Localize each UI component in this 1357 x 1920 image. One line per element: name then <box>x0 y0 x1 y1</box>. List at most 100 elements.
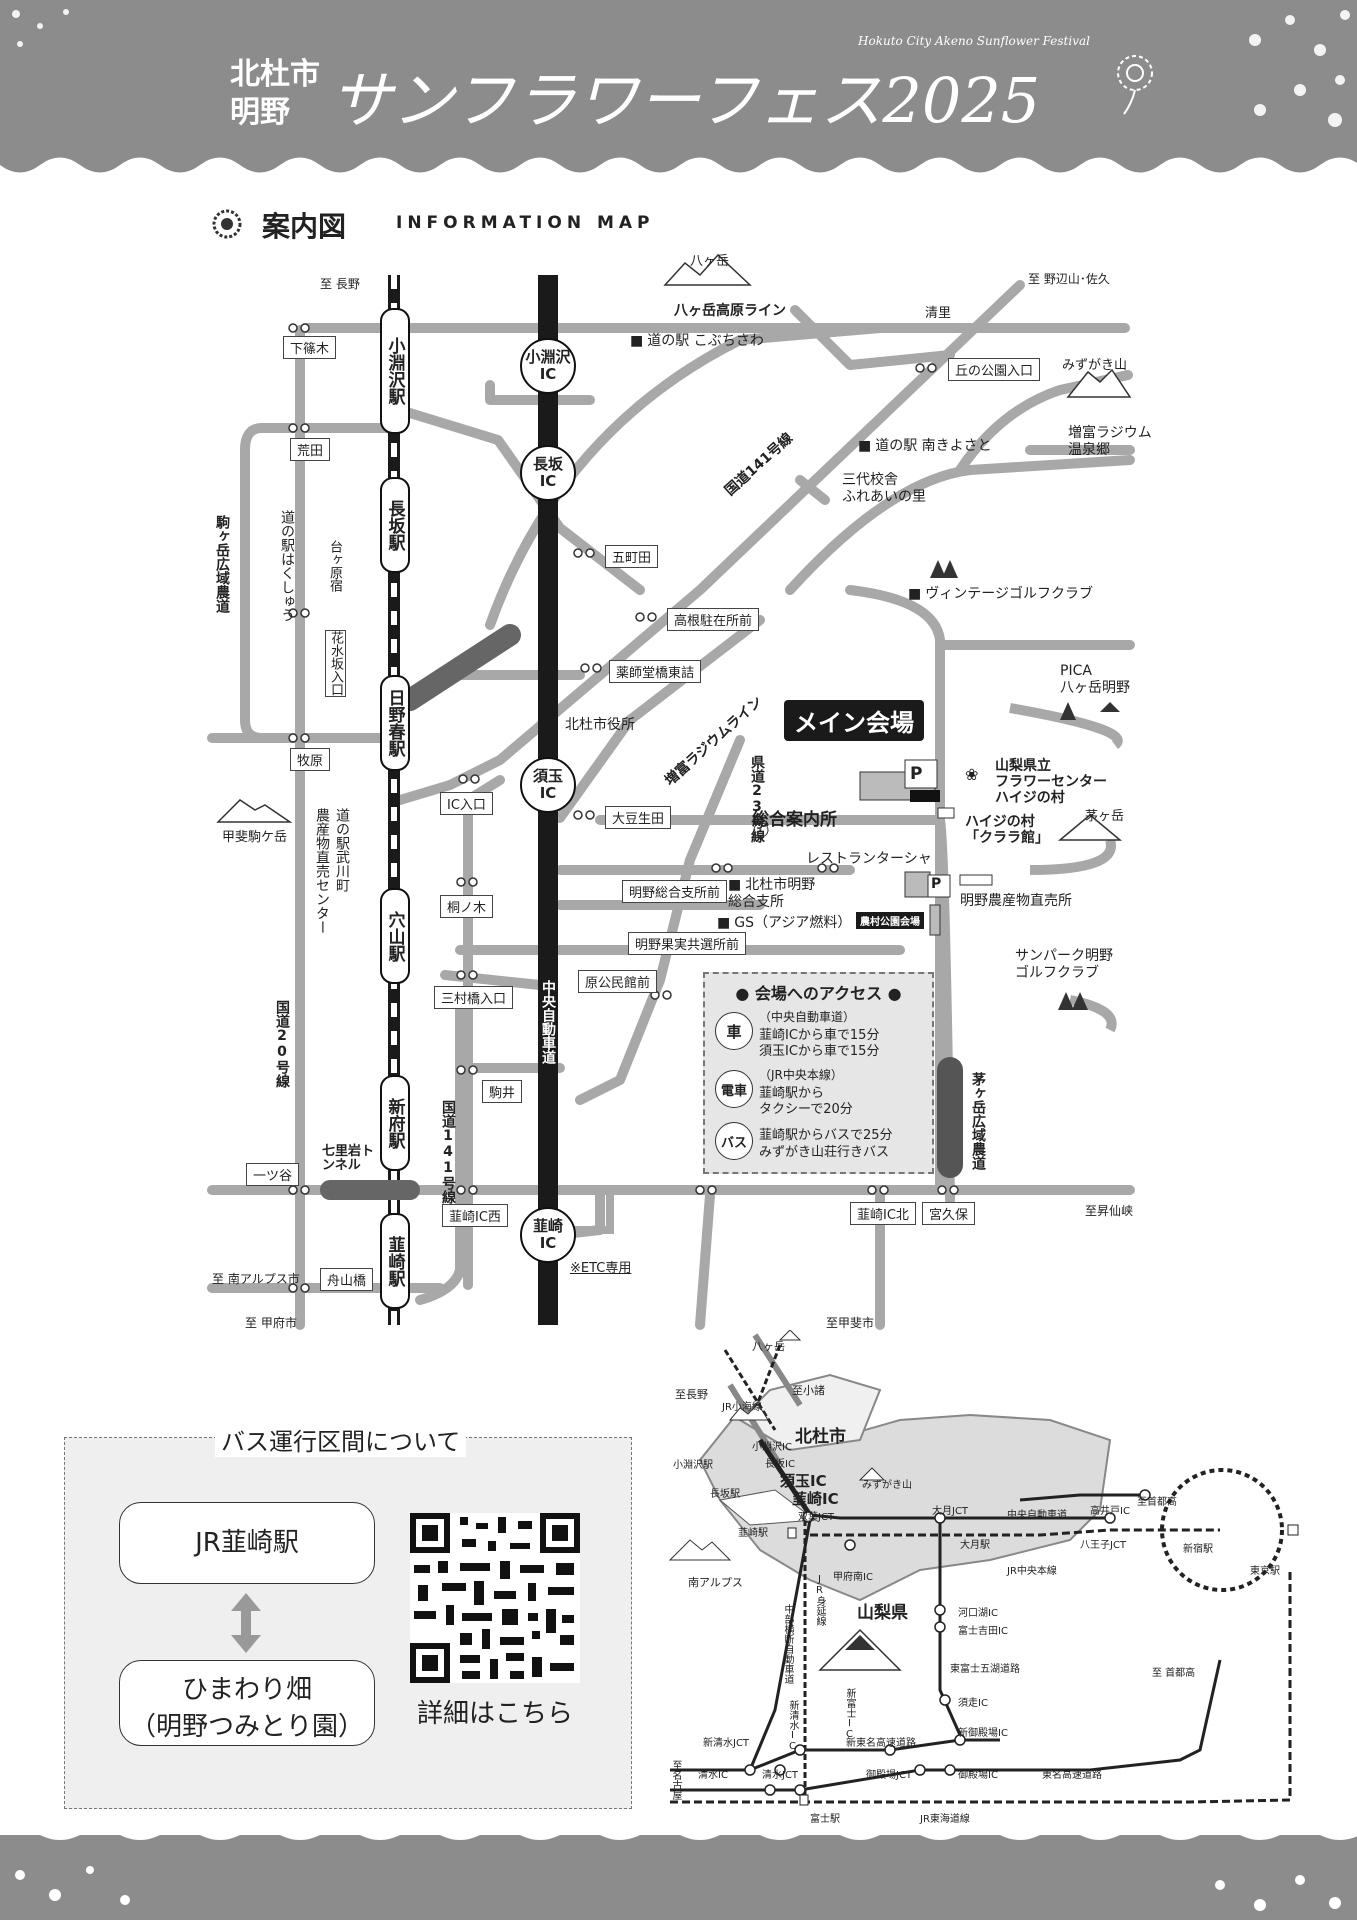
reg-shin-fuji-ic: 新富士IC <box>844 1688 855 1740</box>
reg-takaido-ic: 高井戸IC <box>1090 1506 1130 1517</box>
place-daigahara: 台ヶ原宿 <box>327 540 342 592</box>
signal-araita: 荒田 <box>290 438 331 461</box>
road-kayagatake-farm: 茅ヶ岳広域農道 <box>970 1072 986 1170</box>
poi-michinoeki-kobuchisawa: 道の駅 こぶちさわ <box>630 330 764 350</box>
qr-caption: 詳細はこちら <box>416 1699 573 1729</box>
reg-yamanashi: 山梨県 <box>857 1603 908 1623</box>
header-city-line2: 明野 <box>230 95 290 130</box>
access-panel: ● 会場へのアクセス ● 車 （中央自動車道） 韮崎ICから車で15分 須玉IC… <box>703 972 934 1174</box>
mountain-yatsugatake: 八ヶ岳 <box>690 254 730 269</box>
poi-city-hall: 北杜市役所 <box>565 717 635 733</box>
reg-to-nagoya: 至名古屋 <box>670 1760 681 1800</box>
reg-to-nagano: 至長野 <box>675 1388 708 1401</box>
poi-info-center: 総合案内所 <box>752 810 837 830</box>
signal-kirinoki: 桐ノ木 <box>440 895 494 918</box>
signal-miyakubo: 宮久保 <box>922 1202 976 1225</box>
car-icon: 車 <box>715 1012 753 1050</box>
reg-shimizu-jct: 清水JCT <box>762 1770 799 1781</box>
poi-gs: GS（アジア燃料） <box>717 912 851 932</box>
reg-gotemba-ic: 御殿場IC <box>958 1770 998 1781</box>
signal-makihara: 牧原 <box>290 748 331 771</box>
access-train-line3: タクシーで20分 <box>759 1102 853 1117</box>
reg-nagasaka-station: 長坂駅 <box>710 1489 740 1500</box>
station-shinpu: 新府駅 <box>380 1075 410 1171</box>
poi-michinoeki-hakushu: 道の駅はくしゅう <box>279 510 295 622</box>
road-yatsugatake-kogen: 八ヶ岳高原ライン <box>674 303 786 319</box>
reg-otsuki-station: 大月駅 <box>960 1540 990 1551</box>
reg-jr-chuo: JR中央本線 <box>1007 1566 1057 1577</box>
reg-subashiri-ic: 須走IC <box>958 1698 988 1709</box>
nomura-park-label: 農村公園会場 <box>856 912 924 929</box>
access-bus-line2: みずがき山荘行きバス <box>759 1145 890 1160</box>
reg-to-shuto: 至首都高 <box>1137 1497 1177 1508</box>
access-train-line1: （JR中央本線） <box>759 1068 843 1082</box>
regional-map <box>668 1330 1299 1806</box>
qr-code[interactable] <box>410 1513 580 1683</box>
reg-hachioji-jct: 八王子JCT <box>1080 1540 1127 1551</box>
footer-band <box>0 1825 1357 1920</box>
reg-shin-tomei: 新東名高速道路 <box>846 1738 916 1749</box>
festival-subtitle-en: Hokuto City Akeno Sunflower Festival <box>858 34 1090 48</box>
poi-hokuto-akeno: 北杜市明野 総合支所 <box>728 877 815 911</box>
reg-nagasaka-ic: 長坂IC <box>765 1459 795 1470</box>
access-car-line2: 韮崎ICから車で15分 <box>759 1028 880 1043</box>
dest-nobeyama: 至 野辺山･佐久 <box>1028 272 1110 286</box>
bus-destination-line1: ひまわり畑 <box>181 1675 312 1705</box>
poi-akeno-market: 明野農産物直売所 <box>960 893 1072 909</box>
flower-icon: ❀ <box>965 765 979 784</box>
footer-decoration <box>0 1825 1357 1911</box>
signal-takane: 高根駐在所前 <box>667 608 760 631</box>
reg-nirasaki-ic: 韮崎IC <box>792 1490 839 1508</box>
signal-akeno-kajitsu: 明野果実共選所前 <box>628 932 747 955</box>
reg-higashi-fuji: 東富士五湖道路 <box>950 1664 1020 1675</box>
reg-minami-alps: 南アルプス <box>688 1576 743 1589</box>
station-kobuchisawa: 小淵沢駅 <box>380 308 410 434</box>
reg-otsuki-jct: 大月JCT <box>932 1506 969 1517</box>
reg-chubu-odan: 中部横断自動車道 <box>782 1604 793 1684</box>
parking-icon-nomura: P <box>931 876 942 892</box>
place-kiyosato: 清里 <box>925 306 952 321</box>
station-anayama: 穴山駅 <box>380 888 410 984</box>
header-city-line1: 北杜市 <box>230 57 320 92</box>
reg-shinjuku-station: 新宿駅 <box>1183 1544 1213 1555</box>
reg-tokyo-station: 東京駅 <box>1250 1566 1280 1577</box>
reg-shimizu-ic: 清水IC <box>698 1770 728 1781</box>
bus-section-title: バス運行区間について <box>215 1422 467 1457</box>
mountain-kayagatake: 茅ヶ岳 <box>1085 809 1125 824</box>
signal-nirasaki-ic-west: 韮崎IC西 <box>442 1204 508 1227</box>
road-route20: 国道20号線 <box>274 1000 290 1088</box>
signal-funayamabashi: 舟山橋 <box>320 1268 374 1291</box>
header-decoration <box>0 9 1357 175</box>
road-pref23: 県道23号線 <box>749 755 765 843</box>
reg-nirasaki-station: 韮崎駅 <box>738 1528 768 1539</box>
road-route141-vertical: 国道141号線 <box>440 1100 456 1204</box>
bus-destination: ひまわり畑 （明野つみとり園） <box>119 1660 375 1746</box>
reg-gotemba-jct: 御殿場JCT <box>866 1770 913 1781</box>
bus-section: バス運行区間について JR韮崎駅 ひまわり畑 （明野つみとり園） 詳細はこちら <box>64 1422 632 1809</box>
reg-to-komoro: 至小諸 <box>792 1384 825 1397</box>
bus-destination-line2: （明野つみとり園） <box>129 1712 364 1742</box>
access-car-line3: 須玉ICから車で15分 <box>759 1044 880 1059</box>
reg-chuo-expressway: 中央自動車道 <box>1007 1510 1067 1521</box>
parking-icon-main: P <box>910 764 923 784</box>
station-nirasaki: 韮崎駅 <box>380 1213 410 1309</box>
signal-okanokoen: 丘の公園入口 <box>948 358 1041 381</box>
signal-shimosasaki: 下篠木 <box>283 336 337 359</box>
header-banner: 北杜市 明野 サンフラワーフェス2025 Hokuto City Akeno S… <box>0 0 1357 175</box>
reg-kobuchisawa-ic: 小淵沢IC <box>752 1442 792 1453</box>
dest-shosenkyo: 至昇仙峡 <box>1085 1204 1134 1218</box>
poi-restaurant: レストランターシャ <box>806 851 932 867</box>
signal-akeno-sogo: 明野総合支所前 <box>622 880 728 903</box>
reg-yatsugatake: 八ヶ岳 <box>752 1340 785 1353</box>
dest-nagano: 至 長野 <box>320 277 360 291</box>
mountain-kaikoma: 甲斐駒ケ岳 <box>222 830 288 845</box>
reg-jr-tokaido: JR東海道線 <box>920 1814 970 1825</box>
poi-heidi-clara: ハイジの村 「クララ館」 <box>965 814 1049 847</box>
signal-komai: 駒井 <box>482 1080 523 1103</box>
reg-fuji-station: 富士駅 <box>810 1814 840 1825</box>
bus-icon: バス <box>715 1122 753 1160</box>
reg-jr-koumi: JR小海線 <box>722 1402 762 1413</box>
